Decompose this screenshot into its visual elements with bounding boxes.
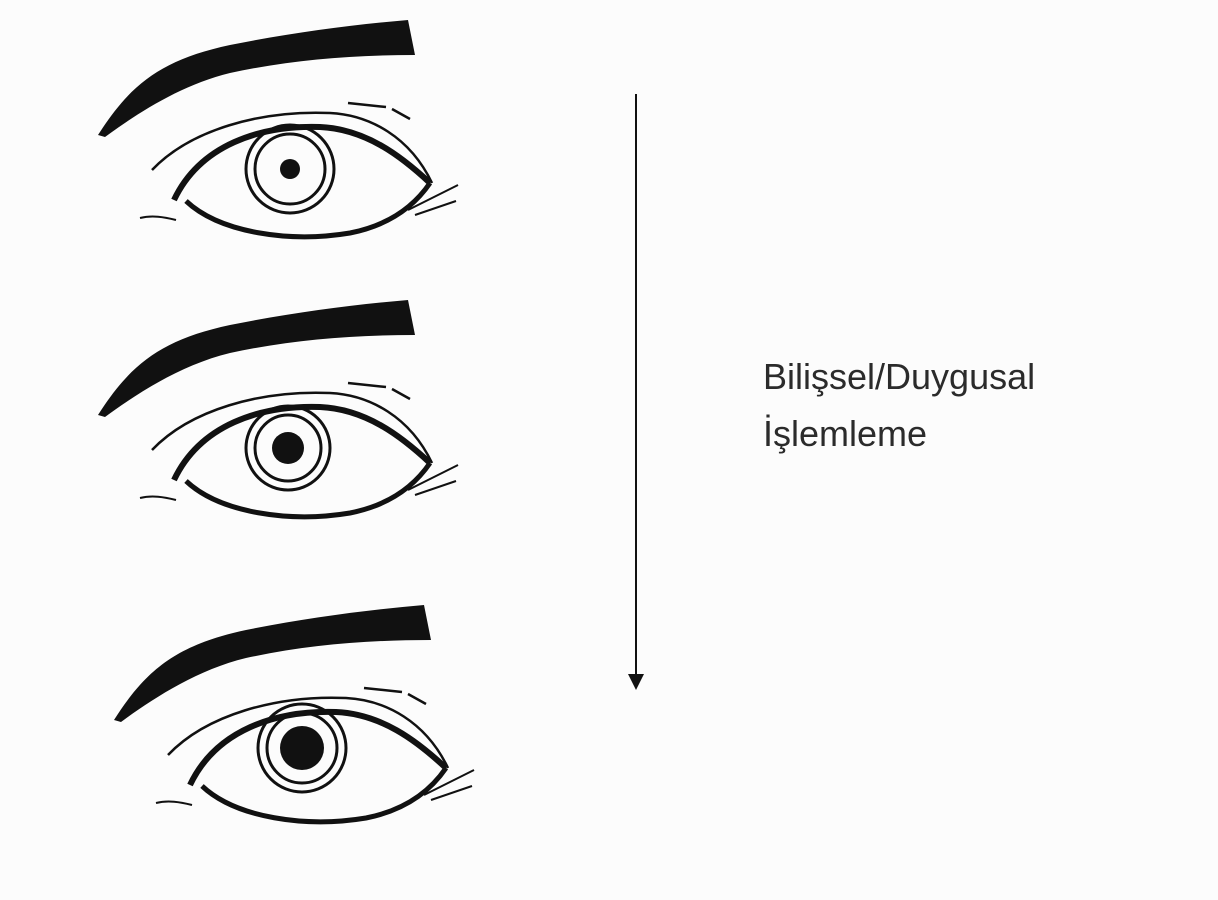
pupil bbox=[280, 726, 324, 770]
upper-eyelid bbox=[174, 127, 430, 200]
arrow-down-icon bbox=[624, 94, 648, 694]
pupil bbox=[280, 159, 300, 179]
eye-illustration bbox=[90, 15, 470, 245]
eye-drawing-small-pupil bbox=[90, 15, 470, 245]
label-line-2: İşlemleme bbox=[763, 405, 1183, 462]
lashes-inner bbox=[140, 217, 176, 220]
eye-drawing-large-pupil bbox=[106, 600, 486, 830]
label-line-1: Bilişsel/Duygusal bbox=[763, 348, 1183, 405]
process-label: Bilişsel/Duygusal İşlemleme bbox=[763, 348, 1183, 462]
lower-eyelid bbox=[186, 463, 430, 517]
eye-drawing-medium-pupil bbox=[90, 295, 470, 525]
lashes-inner bbox=[140, 497, 176, 500]
pupil bbox=[272, 432, 304, 464]
eye-illustration bbox=[90, 295, 470, 525]
down-arrow bbox=[624, 94, 648, 694]
eye-illustration bbox=[106, 600, 486, 830]
lashes-inner bbox=[156, 802, 192, 805]
